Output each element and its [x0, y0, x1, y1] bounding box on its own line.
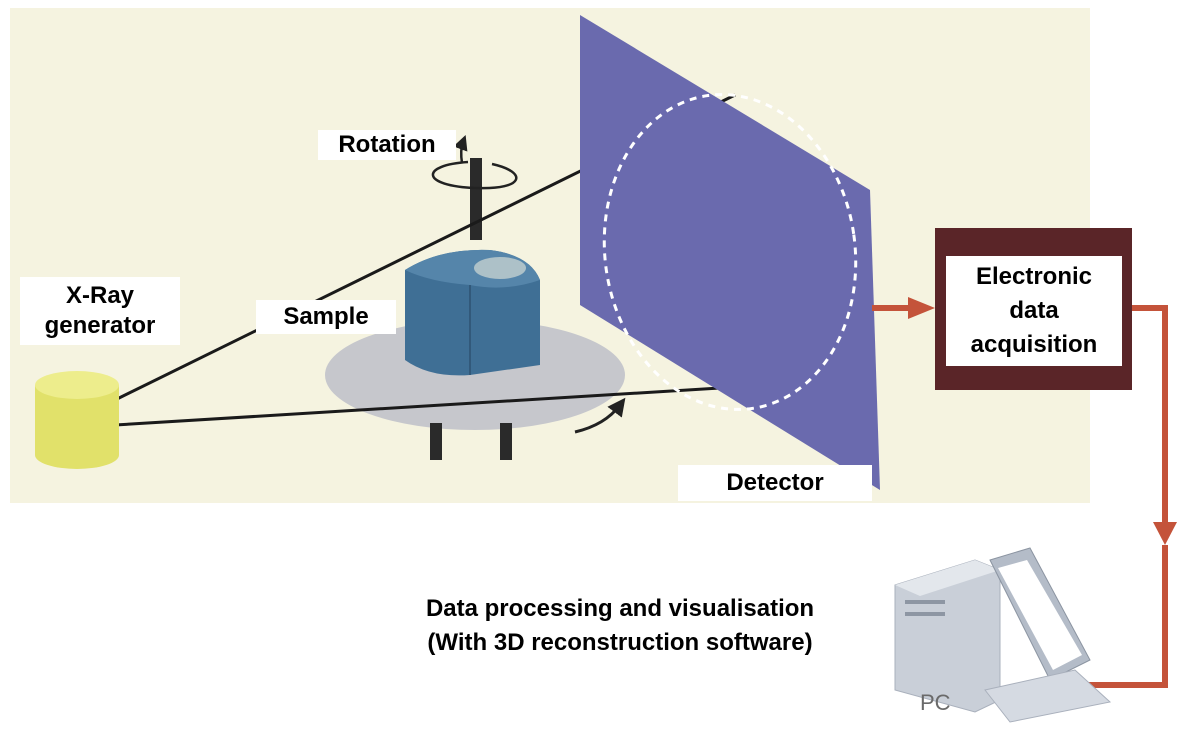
pc-screen [998, 560, 1082, 670]
rotation-arrow-top [453, 134, 468, 164]
pc-label: PC [920, 690, 951, 715]
acquisition-label-line1: Electronic [975, 263, 1093, 290]
signal-arrowhead-right [908, 297, 935, 319]
pc-keyboard [984, 669, 1112, 723]
acquisition-label-line3: acquisition [970, 331, 1098, 358]
processing-caption: Data processing and visualisation (With … [380, 592, 860, 660]
xray-generator-label-line2: generator [44, 312, 156, 339]
rotation-arrow [431, 160, 518, 190]
detector-panel [580, 15, 880, 490]
signal-path-down [1132, 305, 1168, 525]
scene-background [10, 8, 1090, 503]
beam-line-lower [114, 386, 721, 427]
rotation-label: Rotation [318, 130, 456, 160]
sample [405, 249, 540, 376]
xray-generator-label-line1: X-Ray [65, 282, 135, 309]
turntable-leg-left [430, 423, 442, 460]
signal-path-to-pc [1088, 545, 1168, 688]
pc-computer [894, 547, 1112, 723]
processing-caption-line1: Data processing and visualisation [425, 595, 815, 622]
signal-arrowhead-down [1153, 522, 1177, 545]
xray-generator-label: X-Ray generator [20, 277, 180, 345]
xray-generator [35, 371, 119, 469]
detector-dashed-outline [602, 93, 858, 411]
turntable-leg-right [500, 423, 512, 460]
sample-label: Sample [256, 300, 396, 334]
acquisition-label: Electronic data acquisition [946, 256, 1122, 366]
acquisition-label-line2: data [1009, 297, 1059, 324]
rotation-shaft [470, 158, 482, 240]
processing-caption-line2: (With 3D reconstruction software) [427, 629, 813, 656]
turntable [325, 320, 625, 430]
turntable-rotation-arrow [574, 397, 626, 434]
detector-label: Detector [678, 465, 872, 501]
